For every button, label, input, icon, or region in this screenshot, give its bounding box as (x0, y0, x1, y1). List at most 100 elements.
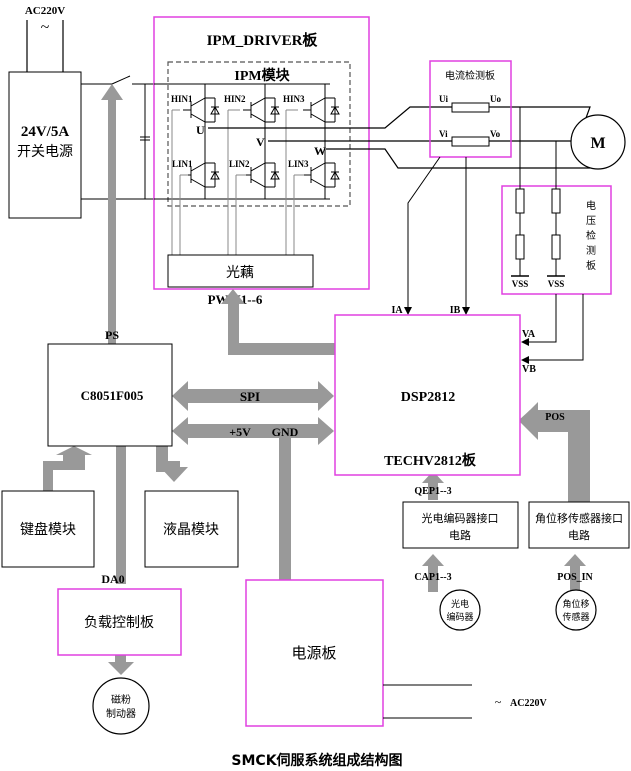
lin2-label: LIN2 (229, 159, 250, 169)
mcu-box: C8051F005 (47, 343, 173, 447)
lin1-label: LIN1 (172, 159, 193, 169)
ipm-driver-title: IPM_DRIVER板 (207, 31, 319, 49)
spi-arrow (172, 381, 334, 411)
encoder-interface: 光电编码器接口 电路 (402, 501, 519, 549)
voltage-title-char-4: 测 (586, 244, 596, 257)
da0-label: DA0 (101, 572, 124, 586)
qep-label: QEP1--3 (414, 486, 451, 497)
qep-arrow (422, 471, 444, 500)
igbt-high-2 (243, 97, 280, 123)
cap-label: CAP1--3 (414, 572, 451, 583)
magnetic-brake: 磁粉 制动器 (92, 677, 150, 735)
phase-v-label: V (256, 135, 265, 149)
power-board-label: 电源板 (291, 644, 336, 662)
phase-lines (208, 106, 591, 169)
uo-label: Uo (490, 94, 501, 104)
ac-bottom-symbol: ~ (495, 695, 502, 709)
ps-arrow (101, 84, 123, 345)
lin3-label: LIN3 (288, 159, 309, 169)
psu-label-1: 24V/5A (21, 124, 70, 140)
vb-label: VB (522, 364, 536, 375)
pos-in-arrow (564, 554, 586, 592)
bus-arrows (43, 84, 586, 675)
dsp-board-label: TECHV2812板 (384, 452, 477, 469)
keyboard-label: 键盘模块 (20, 521, 76, 538)
ac-top-label: AC220V (25, 5, 65, 17)
pos-in-label: POS_IN (557, 572, 593, 583)
ac-bottom-label: AC220V (510, 698, 547, 709)
ipm-module-title: IPM模块 (234, 67, 290, 84)
angle-sensor-label-1: 角位移 (562, 598, 589, 610)
ac-input-top: AC220V ~ (25, 5, 65, 72)
encoder-interface-label-2: 电路 (449, 529, 471, 542)
ia-label: IA (391, 305, 403, 316)
spi-label: SPI (240, 389, 260, 404)
brake-label-1: 磁粉 (111, 693, 131, 706)
vss-label-1: VSS (512, 279, 529, 289)
voltage-title-char-5: 板 (586, 259, 596, 272)
motor-label: M (590, 135, 605, 152)
motor: M (570, 114, 626, 170)
keyboard-arrow (43, 446, 92, 491)
igbt-low-2 (243, 162, 280, 188)
diagram-title: SMCK伺服系统组成结构图 (231, 752, 402, 769)
gnd-label: GND (272, 425, 299, 439)
angle-interface-label-1: 角位移传感器接口 (535, 511, 623, 525)
load-control-board: 负载控制板 (57, 588, 182, 656)
phase-u-label: U (196, 123, 205, 137)
current-sense-board: 电流检测板 Ui Uo Vi Vo (429, 60, 512, 158)
photo-encoder: 光电 编码器 (439, 589, 481, 631)
ps-label: PS (105, 328, 119, 342)
brake-label-2: 制动器 (106, 707, 136, 720)
angle-sensor: 角位移 传感器 (555, 589, 597, 631)
igbt-high-3 (303, 97, 340, 123)
dsp-board: DSP2812 TECHV2812板 (334, 314, 521, 476)
voltage-title-char-2: 压 (586, 215, 596, 227)
lcd-label: 液晶模块 (163, 522, 219, 538)
hin2-label: HIN2 (224, 94, 246, 104)
power-5v-label: +5V (229, 425, 251, 439)
igbt-high-1 (183, 97, 220, 123)
dsp-chip-label: DSP2812 (401, 390, 455, 405)
lcd-arrow (156, 446, 188, 482)
angle-sensor-label-2: 传感器 (562, 611, 589, 623)
psu-label-2: 开关电源 (17, 144, 73, 160)
power-board-feed (279, 438, 291, 582)
voltage-title-char-3: 检 (586, 229, 596, 242)
pwm-arrow (221, 289, 335, 355)
ui-label: Ui (439, 94, 448, 104)
load-board-label: 负载控制板 (84, 615, 154, 631)
optocoupler-label: 光藕 (226, 265, 254, 281)
power-bus-arrow (172, 417, 334, 445)
va-label: VA (522, 329, 536, 340)
phase-w-label: W (314, 144, 326, 158)
encoder-interface-label-1: 光电编码器接口 (422, 511, 499, 525)
mcu-label: C8051F005 (81, 388, 144, 403)
ac-top-symbol: ~ (41, 19, 50, 36)
vo-label: Vo (490, 129, 501, 139)
igbt-low-3 (303, 162, 340, 188)
ipm-module: IPM模块 HIN1 HIN2 HIN3 LIN1 LIN2 LIN3 U V … (154, 61, 351, 207)
brake-arrow (108, 655, 134, 675)
current-sense-title: 电流检测板 (445, 69, 495, 82)
optocoupler: 光藕 (167, 254, 314, 288)
va-signal-line (521, 294, 557, 346)
ib-label: IB (450, 305, 461, 316)
power-board: 电源板 (245, 579, 472, 727)
encoder-label-1: 光电 (451, 598, 469, 610)
hin3-label: HIN3 (283, 94, 305, 104)
angle-interface: 角位移传感器接口 电路 (528, 501, 630, 549)
angle-interface-label-2: 电路 (568, 529, 590, 542)
voltage-title-char-1: 电 (586, 199, 596, 212)
ipm-driver-board: IPM_DRIVER板 (153, 16, 370, 290)
vss-label-2: VSS (548, 279, 565, 289)
ia-signal-line (404, 156, 441, 315)
hin1-label: HIN1 (171, 94, 193, 104)
gate-drive-lines (171, 109, 304, 255)
vb-signal-line (521, 294, 584, 364)
cap-arrow (422, 554, 444, 592)
vi-label: Vi (439, 129, 448, 139)
pos-label: POS (545, 412, 565, 423)
keyboard-module: 键盘模块 (1, 490, 95, 568)
